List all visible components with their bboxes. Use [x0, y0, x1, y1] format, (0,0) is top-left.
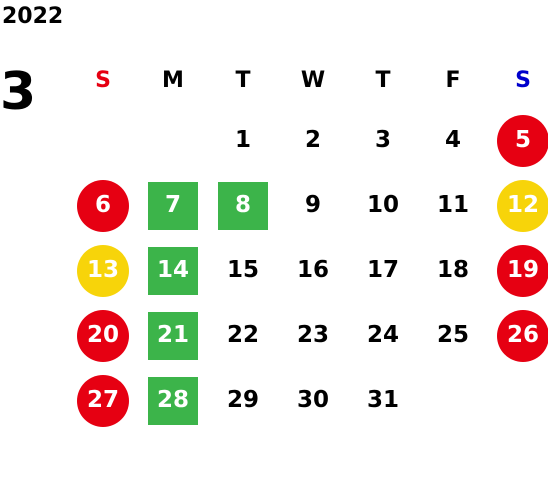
day-cell: 1	[208, 108, 278, 173]
day-number: 15	[226, 257, 259, 283]
day-cell	[488, 368, 548, 433]
day-cell: 27	[68, 368, 138, 433]
day-cell: 15	[208, 238, 278, 303]
weekday-label: S	[95, 68, 111, 93]
day-cell: 21	[138, 303, 208, 368]
day-number: 30	[296, 387, 329, 413]
weekday-label: T	[375, 68, 391, 93]
day-cell: 28	[138, 368, 208, 433]
day-cell: 10	[348, 173, 418, 238]
day-cell	[138, 108, 208, 173]
day-cell: 5	[488, 108, 548, 173]
weekday-label: W	[300, 68, 326, 93]
weekday-header-friday: F	[418, 54, 488, 108]
day-cell: 9	[278, 173, 348, 238]
day-cell: 7	[138, 173, 208, 238]
day-number: 25	[436, 322, 469, 348]
weekday-label: M	[162, 68, 184, 93]
day-cell: 12	[488, 173, 548, 238]
day-cell	[68, 108, 138, 173]
calendar-grid: S M T W T F S 1 2 3 4 5 6 7 8 9 10 11 12…	[68, 54, 548, 433]
day-cell: 19	[488, 238, 548, 303]
day-number: 11	[436, 192, 469, 218]
day-number: 9	[304, 192, 321, 218]
day-cell: 3	[348, 108, 418, 173]
week-row-1: 1 2 3 4 5	[68, 108, 548, 173]
weekday-header-tuesday: T	[208, 54, 278, 108]
week-row-3: 13 14 15 16 17 18 19	[68, 238, 548, 303]
weekday-header-row: S M T W T F S	[68, 54, 548, 108]
week-row-2: 6 7 8 9 10 11 12	[68, 173, 548, 238]
day-cell: 2	[278, 108, 348, 173]
day-cell: 22	[208, 303, 278, 368]
day-number: 19	[497, 244, 548, 297]
day-cell: 25	[418, 303, 488, 368]
day-number: 17	[366, 257, 399, 283]
day-number: 16	[296, 257, 329, 283]
day-number: 23	[296, 322, 329, 348]
weekday-header-wednesday: W	[278, 54, 348, 108]
day-number: 1	[234, 127, 251, 153]
week-row-5: 27 28 29 30 31	[68, 368, 548, 433]
day-number: 7	[148, 181, 198, 230]
day-cell: 16	[278, 238, 348, 303]
day-cell: 6	[68, 173, 138, 238]
day-number: 8	[218, 181, 268, 230]
day-cell: 4	[418, 108, 488, 173]
day-cell: 20	[68, 303, 138, 368]
day-number: 27	[77, 374, 129, 427]
day-number: 12	[497, 179, 548, 232]
weekday-label: T	[235, 68, 251, 93]
day-number: 31	[366, 387, 399, 413]
day-cell: 11	[418, 173, 488, 238]
day-cell: 14	[138, 238, 208, 303]
calendar-year: 2022	[2, 4, 64, 29]
day-number: 10	[366, 192, 399, 218]
weekday-label: S	[515, 68, 531, 93]
day-cell: 24	[348, 303, 418, 368]
day-number: 18	[436, 257, 469, 283]
weekday-header-monday: M	[138, 54, 208, 108]
day-number: 5	[497, 114, 548, 167]
day-cell: 31	[348, 368, 418, 433]
day-cell	[418, 368, 488, 433]
weekday-header-saturday: S	[488, 54, 548, 108]
day-cell: 8	[208, 173, 278, 238]
weekday-header-sunday: S	[68, 54, 138, 108]
day-number: 21	[148, 311, 198, 360]
day-number: 24	[366, 322, 399, 348]
day-number: 6	[77, 179, 129, 232]
day-number: 2	[304, 127, 321, 153]
weekday-header-thursday: T	[348, 54, 418, 108]
day-number: 26	[497, 309, 548, 362]
calendar-month: 3	[0, 62, 37, 122]
day-number: 22	[226, 322, 259, 348]
day-cell: 13	[68, 238, 138, 303]
day-cell: 18	[418, 238, 488, 303]
day-cell: 26	[488, 303, 548, 368]
day-number: 4	[444, 127, 461, 153]
day-number: 29	[226, 387, 259, 413]
week-row-4: 20 21 22 23 24 25 26	[68, 303, 548, 368]
day-number: 20	[77, 309, 129, 362]
weekday-label: F	[445, 68, 461, 93]
day-number: 28	[148, 376, 198, 425]
day-number: 13	[77, 244, 129, 297]
day-cell: 29	[208, 368, 278, 433]
day-number: 3	[374, 127, 391, 153]
day-cell: 30	[278, 368, 348, 433]
day-number: 14	[148, 246, 198, 295]
day-cell: 17	[348, 238, 418, 303]
day-cell: 23	[278, 303, 348, 368]
